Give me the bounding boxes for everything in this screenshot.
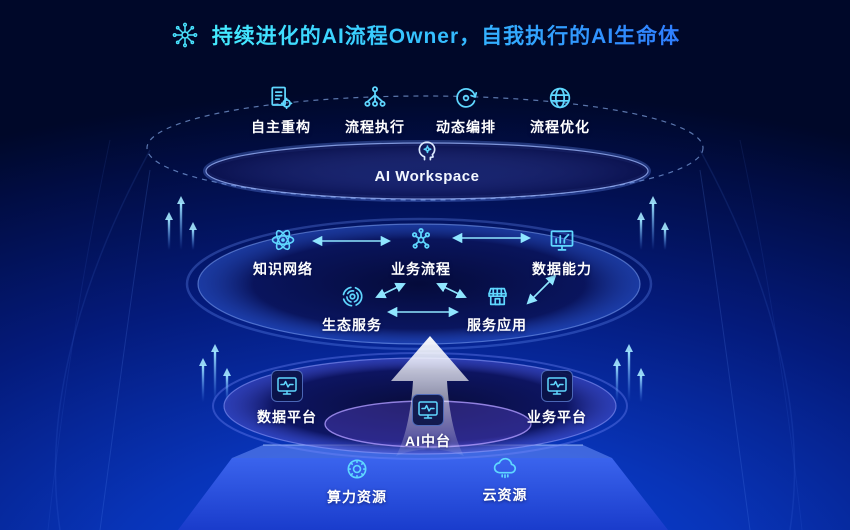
platform-ai-core: AI中台 — [405, 394, 451, 451]
platform-label: 业务平台 — [527, 409, 587, 425]
node-graph-icon — [411, 228, 431, 249]
monitor-pulse-icon — [418, 401, 438, 419]
platform-business: 业务平台 — [527, 370, 587, 427]
resource-label: 算力资源 — [327, 489, 387, 505]
ws-item-self-reconstruction: 自主重构 — [251, 84, 311, 137]
cap-knowledge-network: 知识网络 — [253, 226, 313, 279]
background-streaks — [47, 139, 803, 530]
page-title-row: 持续进化的AI流程Owner，自我执行的AI生命体 — [0, 20, 850, 50]
ws-item-label: 动态编排 — [436, 119, 496, 135]
cap-eco-service: 生态服务 — [322, 283, 382, 335]
icon-plate — [541, 370, 573, 402]
platform-label: AI中台 — [405, 433, 451, 449]
storefront-icon — [487, 287, 507, 306]
connection-arrows — [311, 232, 557, 318]
ws-item-dynamic-orchestration: 动态编排 — [436, 84, 496, 137]
monitor-pulse-icon — [547, 377, 567, 395]
monitor-pulse-icon — [277, 377, 297, 395]
atom-icon — [271, 229, 295, 251]
ws-item-process-optimization: 流程优化 — [530, 84, 590, 137]
neural-flower-icon — [172, 22, 198, 48]
cap-item-label: 服务应用 — [467, 317, 527, 333]
cloud-icon — [493, 457, 517, 479]
icon-plate — [412, 394, 444, 426]
resource-label: 云资源 — [482, 487, 528, 503]
cap-service-application: 服务应用 — [467, 283, 527, 335]
ws-item-label: 流程优化 — [530, 119, 590, 135]
resource-cloud: 云资源 — [483, 453, 528, 505]
compute-gear-icon — [347, 459, 367, 479]
rising-arrows — [165, 196, 669, 402]
icon-plate — [271, 370, 303, 402]
page-title: 持续进化的AI流程Owner，自我执行的AI生命体 — [212, 20, 680, 50]
platform-label: 数据平台 — [257, 409, 317, 425]
cap-item-label: 业务流程 — [391, 261, 451, 277]
ws-item-label: 流程执行 — [345, 119, 405, 135]
cap-item-label: 数据能力 — [532, 261, 592, 277]
cap-item-label: 生态服务 — [322, 317, 382, 333]
cap-business-process: 业务流程 — [391, 226, 451, 279]
document-gear-icon — [271, 86, 293, 110]
bar-chart-icon — [550, 230, 574, 251]
workspace-platform-label: AI Workspace — [374, 168, 480, 185]
ws-item-process-execution: 流程执行 — [345, 84, 405, 137]
ai-head — [414, 136, 441, 163]
rings-icon — [341, 286, 363, 307]
cap-item-label: 知识网络 — [253, 261, 313, 277]
cap-data-capability: 数据能力 — [532, 226, 592, 279]
globe-icon — [549, 87, 571, 109]
flow-tree-icon — [364, 86, 386, 107]
ws-item-label: 自主重构 — [251, 119, 311, 135]
ai-head-icon — [418, 141, 436, 161]
resource-compute: 算力资源 — [327, 456, 387, 507]
resource-platform — [178, 444, 668, 530]
platform-data: 数据平台 — [257, 370, 317, 427]
orchestration-icon — [456, 88, 478, 108]
